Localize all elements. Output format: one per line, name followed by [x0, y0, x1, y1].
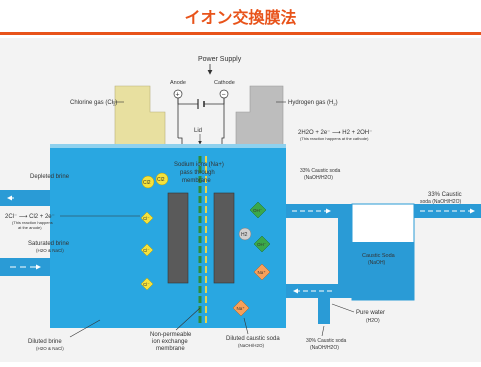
tank-lid	[50, 144, 286, 148]
na-plus-ion-2-label: Na⁺	[237, 306, 246, 311]
h2-molecule-label: H2	[241, 232, 248, 238]
saturated-brine-sub: (H2O & NaCl)	[36, 248, 64, 253]
caustic-30-label-1: 30% Caustic soda	[306, 338, 347, 344]
non-permeable-label-1: Non-permeable	[150, 332, 192, 338]
cathode-wire	[221, 98, 225, 150]
title-underline	[0, 32, 481, 35]
cathode-reaction: 2H2O + 2e⁻ ⟶ H2 + 2OH⁻	[298, 130, 372, 136]
anode-sign: +	[176, 92, 180, 99]
sodium-ions-label-2: pass through	[180, 170, 215, 176]
depleted-brine-label: Depleted brine	[30, 174, 70, 180]
cl-minus-ion-2	[140, 243, 154, 257]
diluted-brine-leader	[69, 319, 101, 338]
chlorine-gas-label: Chlorine gas (Cl2)	[70, 100, 117, 107]
caustic-30-label-2: (NaOH/H2O)	[310, 345, 339, 351]
page-title: イオン交換膜法	[184, 8, 297, 27]
saturated-brine-label: Saturated brine	[28, 241, 70, 247]
membrane-leader	[175, 307, 201, 331]
cl-minus-ion-3-label: Cl⁻	[143, 282, 150, 287]
sodium-ions-label-3: membrane	[182, 178, 211, 184]
caustic-30-leader	[321, 325, 325, 337]
diluted-caustic-leader	[243, 317, 249, 335]
na-plus-ion-2	[232, 299, 250, 317]
non-permeable-label-2: ion exchange	[152, 339, 188, 345]
diluted-brine-label: Diluted brine	[28, 339, 62, 345]
caustic-33-label-1: 33% Caustic soda	[300, 168, 341, 174]
pure-water-leader	[331, 303, 355, 313]
anode-wire	[177, 98, 183, 150]
cl2-ion-2-label: Cl2	[157, 177, 165, 183]
h2-molecule	[238, 227, 252, 241]
oh-minus-ion-2-label: OH⁻	[257, 242, 267, 247]
caustic-33-out-label-1: 33% Caustic	[428, 192, 462, 198]
anode-electrode	[167, 192, 189, 284]
anode-reaction: 2Cl⁻ ⟶ Cl2 + 2e⁻	[5, 214, 55, 220]
caustic-soda-tank-label-2: (NaOH)	[368, 260, 386, 266]
cl-minus-ion-3	[140, 277, 154, 291]
anode-label: Anode	[170, 80, 186, 86]
cathode-electrode	[213, 192, 235, 284]
na-plus-ion-1	[253, 263, 271, 281]
oh-minus-ion-1-label: OH⁻	[253, 208, 263, 213]
depleted-brine-pipe	[0, 190, 50, 206]
pure-water-label-1: Pure water	[356, 310, 385, 316]
cl-minus-ion-1	[140, 211, 154, 225]
oh-minus-ion-1	[249, 201, 267, 219]
membrane-cell-diagram: Power Supply Anode Cathode + − Lid	[0, 56, 481, 352]
hydrogen-gas-label: Hydrogen gas (H2)	[288, 100, 338, 107]
cl-minus-ion-2-label: Cl⁻	[143, 248, 150, 253]
caustic-soda-level	[352, 242, 414, 300]
oh-minus-ion-2	[253, 235, 271, 253]
diluted-caustic-sub: (NaOH/H2O)	[238, 343, 265, 348]
anode-reaction-note-1: (This reaction happens	[12, 220, 53, 225]
cl-minus-ion-1-label: Cl⁻	[143, 216, 150, 221]
cl2-ion-2	[155, 172, 169, 186]
diagram-panel: Power Supply Anode Cathode + − Lid	[0, 38, 481, 362]
caustic-soda-tank-label-1: Caustic Soda	[362, 253, 396, 259]
hydrogen-gas-hood	[235, 85, 284, 147]
cathode-reaction-note: (This reaction happens at the cathode)	[300, 136, 369, 141]
cathode-label: Cathode	[214, 80, 235, 86]
chlorine-gas-hood	[114, 85, 166, 147]
caustic-33-out-label-2: soda (NaOH/H2O)	[420, 199, 461, 205]
cl2-ion	[141, 175, 155, 189]
pure-water-label-2: (H2O)	[366, 318, 380, 324]
anode-reaction-note-2: at the anode)	[18, 225, 42, 230]
lid-label: Lid	[194, 128, 202, 134]
na-plus-ion-1-label: Na⁺	[258, 270, 267, 275]
diluted-caustic-label: Diluted caustic soda	[226, 336, 280, 342]
cl2-ion-label: Cl2	[143, 180, 151, 186]
non-permeable-label-3: membrane	[156, 346, 185, 352]
caustic-33-label-2: (NaOH/H2O)	[304, 175, 333, 181]
caustic-riser-pipe	[338, 204, 352, 298]
power-supply-label: Power Supply	[198, 56, 242, 63]
diluted-brine-sub: (H2O & NaCl)	[36, 346, 64, 351]
cathode-sign: −	[222, 92, 226, 99]
pure-water-inlet-pipe	[318, 298, 330, 324]
sodium-ions-label-1: Sodium ions (Na+)	[174, 162, 224, 168]
power-wire	[177, 98, 225, 105]
